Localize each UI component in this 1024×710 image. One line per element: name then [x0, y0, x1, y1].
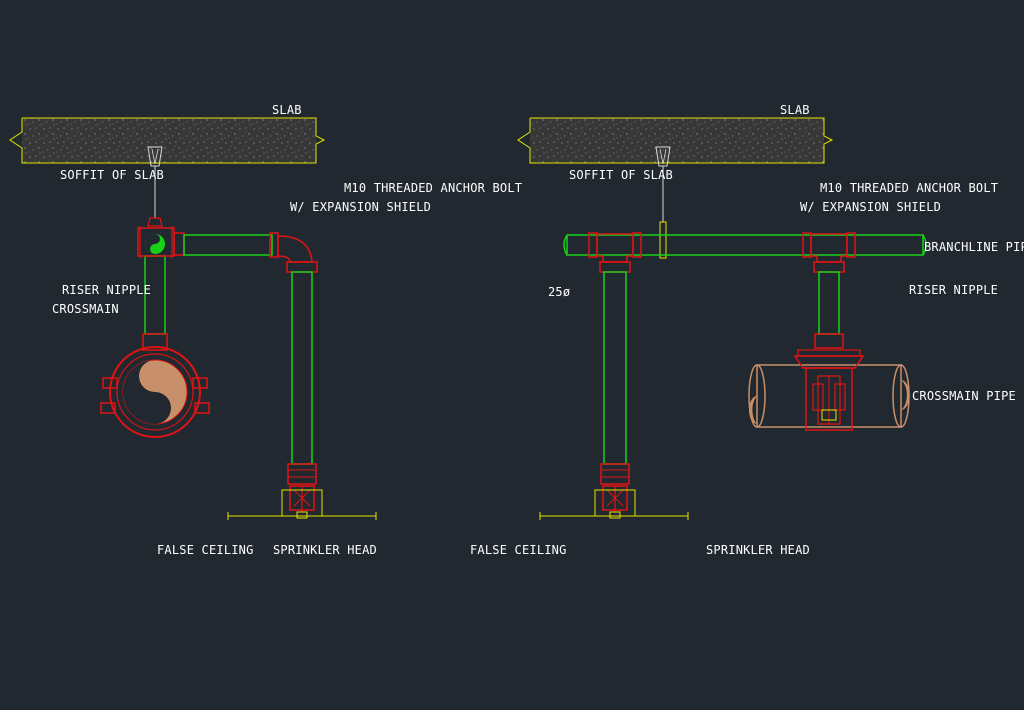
right-pipe-size-label: 25ø — [548, 285, 571, 299]
right-crossmain-pipe-label: CROSSMAIN PIPE — [912, 389, 1016, 403]
grooved-coupling-icon — [100, 333, 210, 438]
left-hanger-tee — [137, 217, 185, 258]
expansion-anchor-icon — [147, 146, 163, 218]
grooved-coupling-icon — [793, 333, 865, 431]
left-detail — [9, 117, 377, 520]
left-anchor-label-line1: M10 THREADED ANCHOR BOLT — [344, 181, 523, 195]
left-false-ceiling-label: FALSE CEILING — [157, 543, 254, 557]
right-riser-nipple — [818, 271, 840, 335]
left-crossmain-label: CROSSMAIN — [52, 302, 119, 316]
right-crossmain-pipe — [748, 364, 910, 428]
right-branchline-pipe — [563, 234, 927, 256]
left-drop-pipe — [291, 271, 313, 465]
left-sprinkler-head-label: SPRINKLER HEAD — [273, 543, 377, 557]
left-anchor-label-line2: W/ EXPANSION SHIELD — [290, 200, 432, 214]
right-false-ceiling-line — [539, 512, 689, 520]
left-slab — [9, 117, 326, 164]
right-branchline-pipe-label: BRANCHLINE PIPE — [924, 240, 1024, 254]
right-slab-label: SLAB — [780, 103, 810, 117]
right-anchor-label-line2: W/ EXPANSION SHIELD — [800, 200, 942, 214]
right-riser-nipple-label: RISER NIPPLE — [909, 283, 999, 297]
left-slab-label: SLAB — [272, 103, 302, 117]
right-riser-tee — [802, 232, 856, 273]
left-elbow — [277, 235, 318, 273]
left-riser-nipple-label: RISER NIPPLE — [62, 283, 152, 297]
right-false-ceiling-label: FALSE CEILING — [470, 543, 567, 557]
right-detail — [517, 117, 927, 520]
left-false-ceiling-line — [227, 512, 377, 520]
right-soffit-label: SOFFIT OF SLAB — [569, 168, 673, 182]
right-drop-tee — [588, 232, 642, 273]
right-slab — [517, 117, 834, 164]
sprinkler-head-icon — [281, 463, 323, 519]
left-soffit-label: SOFFIT OF SLAB — [60, 168, 164, 182]
right-anchor-label-line1: M10 THREADED ANCHOR BOLT — [820, 181, 999, 195]
right-drop-pipe — [603, 271, 627, 465]
right-sprinkler-head-label: SPRINKLER HEAD — [706, 543, 810, 557]
sprinkler-head-icon — [594, 463, 636, 519]
left-horizontal-pipe — [183, 232, 279, 258]
expansion-anchor-icon — [655, 146, 671, 259]
